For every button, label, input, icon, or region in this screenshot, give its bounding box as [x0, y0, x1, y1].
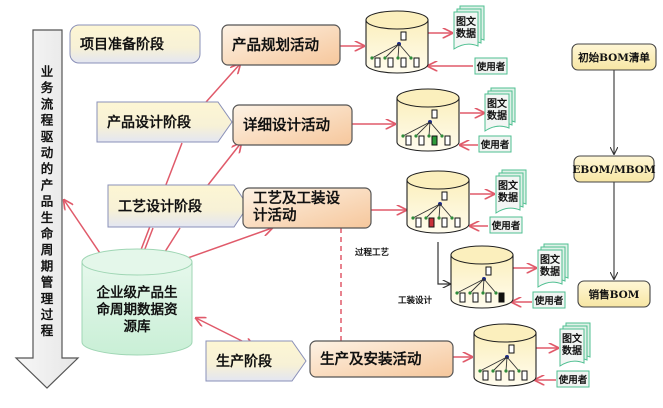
- bom-sales-bom[interactable]: 销售BOM: [577, 280, 651, 308]
- activity-label: 计活动: [253, 206, 297, 224]
- documents-label: 图文: [498, 179, 519, 192]
- tree-structure-icon: [455, 266, 505, 303]
- side-label-char: 期: [41, 258, 54, 273]
- user-label: 使用者: [491, 220, 521, 232]
- activity-product-planning[interactable]: 产品规划活动: [221, 24, 341, 66]
- central-repository-label: 企业级产品生: [96, 284, 178, 301]
- documents-label: 图文: [456, 15, 477, 28]
- documents-label: 图文: [540, 253, 561, 266]
- side-label-char: 管: [41, 275, 54, 290]
- activity-label: 工艺及工装设: [253, 189, 340, 207]
- activity-label: 详细设计活动: [243, 116, 330, 134]
- activity-production-install[interactable]: 生产及安装活动: [309, 340, 454, 378]
- stage-process-design[interactable]: 工艺设计阶段: [107, 184, 249, 228]
- stage-label: 工艺设计阶段: [118, 198, 202, 215]
- tree-structure-icon: [401, 109, 451, 146]
- stage-production[interactable]: 生产阶段: [205, 340, 307, 382]
- side-label-char: 周: [41, 242, 54, 257]
- bom-label: 初始BOM清单: [578, 51, 650, 64]
- side-label-char: 生: [41, 210, 54, 225]
- activity-label: 产品规划活动: [232, 36, 319, 54]
- stage-label: 项目准备阶段: [80, 36, 164, 53]
- documents-label: 数据: [456, 27, 476, 40]
- side-label-char: 的: [41, 161, 54, 176]
- user-box[interactable]: 使用者: [532, 291, 566, 309]
- side-label-char: 业: [41, 64, 54, 79]
- documents-label: 图文: [487, 97, 508, 110]
- activity-label: 生产及安装活动: [320, 350, 422, 368]
- bom-label: EBOM/MBOM: [572, 164, 656, 176]
- side-label-char: 过: [41, 307, 54, 322]
- stage-project-prep[interactable]: 项目准备阶段: [69, 24, 201, 64]
- side-label-char: 产: [41, 177, 54, 192]
- side-label-char: 程: [41, 323, 54, 338]
- side-label-char: 动: [41, 145, 54, 160]
- tree-structure-icon: [370, 31, 420, 68]
- side-label-char: 驱: [41, 129, 54, 144]
- tree-structure-icon: [478, 344, 528, 381]
- side-label-char: 流: [41, 96, 54, 111]
- activity-detailed-design[interactable]: 详细设计活动: [232, 104, 353, 146]
- documents-label: 数据: [498, 191, 518, 204]
- documents-label: 数据: [562, 344, 582, 357]
- documents-label: 图文: [562, 332, 583, 345]
- user-label: 使用者: [480, 139, 510, 151]
- user-box[interactable]: 使用者: [474, 57, 508, 75]
- user-label: 使用者: [558, 374, 588, 386]
- branch-arrow: [437, 242, 450, 284]
- side-label-char: 品: [41, 194, 54, 209]
- side-label-char: 理: [41, 291, 54, 306]
- stage-label: 产品设计阶段: [107, 114, 191, 131]
- bom-initial-bom[interactable]: 初始BOM清单: [571, 43, 657, 71]
- tooling-design-label: 工装设计: [398, 295, 433, 306]
- central-repository-label: 源库: [124, 318, 151, 335]
- central-repository-label: 命周期数据资: [96, 301, 178, 318]
- user-box[interactable]: 使用者: [478, 135, 512, 153]
- side-label-char: 程: [41, 113, 54, 128]
- process-route-label: 过程工艺: [355, 247, 390, 258]
- bom-label: 销售BOM: [589, 288, 640, 301]
- documents-label: 数据: [540, 265, 560, 278]
- bom-flow: 初始BOM清单 EBOM/MBOM 销售BOM: [571, 43, 657, 308]
- stage-label: 生产阶段: [216, 353, 272, 370]
- side-label-char: 命: [40, 226, 54, 241]
- side-arrow-label: 业务流程驱动的产品生命周期管理过程: [40, 64, 54, 338]
- tree-structure-icon: [411, 191, 461, 228]
- process-direction-arrow: 业务流程驱动的产品生命周期管理过程: [14, 29, 80, 389]
- user-box[interactable]: 使用者: [556, 370, 590, 388]
- bom-ebom-mbom[interactable]: EBOM/MBOM: [572, 155, 656, 183]
- documents-label: 数据: [487, 109, 507, 122]
- user-label: 使用者: [534, 295, 564, 307]
- side-label-char: 务: [41, 80, 54, 95]
- user-label: 使用者: [476, 61, 506, 73]
- user-box[interactable]: 使用者: [489, 216, 523, 234]
- stage-product-design[interactable]: 产品设计阶段: [96, 101, 233, 143]
